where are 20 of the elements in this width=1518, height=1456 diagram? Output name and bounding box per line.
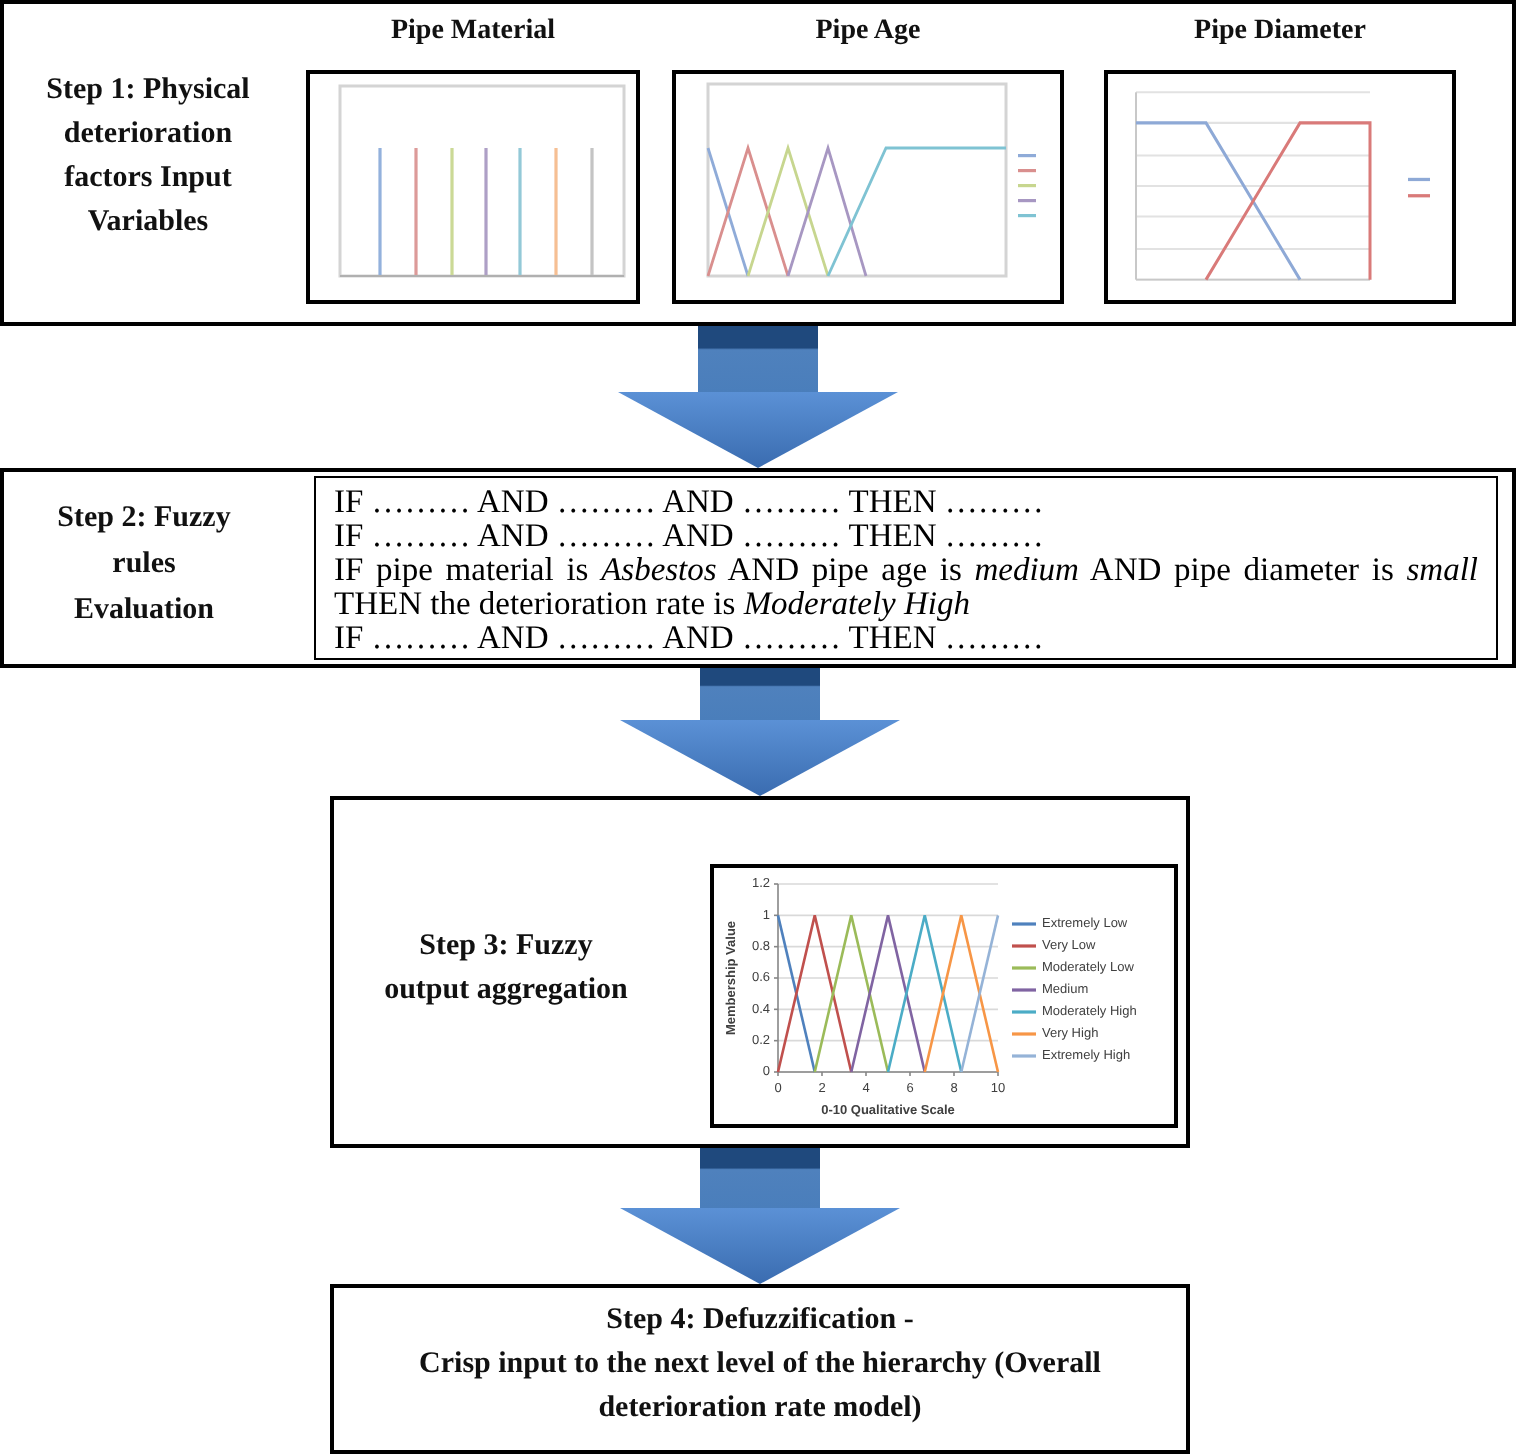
chart-title: Pipe Diameter (1194, 14, 1366, 50)
rule-text: IF ……… AND ……… AND ……… THEN ……… (334, 518, 1046, 552)
chart-title: Pipe Age (815, 14, 921, 50)
rule-text: IF ……… AND ……… AND ……… THEN ……… (334, 620, 1046, 654)
step-box (0, 0, 1516, 326)
step-label: Step 3: Fuzzy output aggregation (382, 928, 630, 1010)
step-label: Step 4: Defuzzification - (604, 1302, 916, 1340)
block-arrow (618, 326, 898, 468)
chart-title: Pipe Material (390, 14, 556, 50)
block-arrow (620, 1148, 900, 1284)
rule-text: IF pipe material is Asbestos AND pipe age is medium AND pipe diameter is small THEN the deterioration rate is Moderately High (334, 552, 1478, 620)
step-box (330, 796, 1190, 1148)
step-box (330, 1284, 1190, 1454)
rule-text: IF ……… AND ……… AND ……… THEN ……… (334, 484, 1046, 518)
block-arrow (620, 668, 900, 796)
rules-box (314, 476, 1498, 660)
step-label: Step 1: Physical deterioration factors Input Variables (44, 72, 252, 242)
step-box (0, 468, 1516, 668)
step-label: Crisp input to the next level of the hierarchy (Overall deterioration rate model) (417, 1346, 1103, 1428)
step-label: Step 2: Fuzzy rules Evaluation (55, 500, 233, 630)
